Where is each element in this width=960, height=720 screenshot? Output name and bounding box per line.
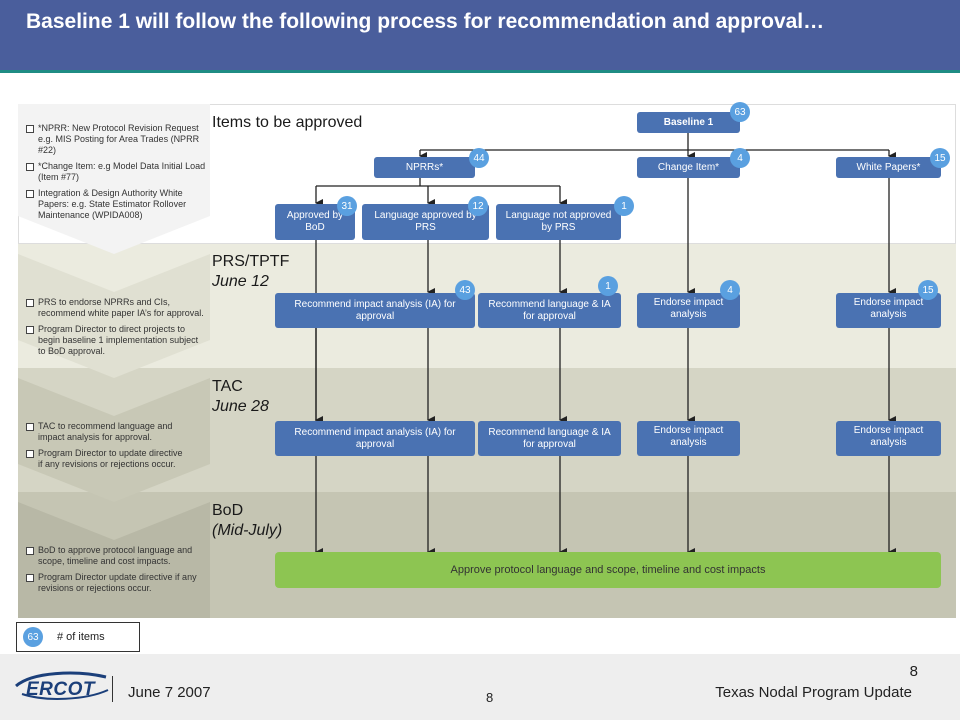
tac-recommend-ia-box: Recommend impact analysis (IA) for appro…	[275, 421, 475, 456]
prs-recommend-ia-box: Recommend impact analysis (IA) for appro…	[275, 293, 475, 328]
notes-items: *NPRR: New Protocol Revision Request e.g…	[26, 123, 208, 226]
ercot-logo	[15, 671, 109, 700]
footer-program: Texas Nodal Program Update	[715, 684, 912, 701]
count-badge-nprrs: 44	[469, 148, 489, 168]
count-badge-prs-language: 1	[598, 276, 618, 296]
note-item: TAC to recommend language and impact ana…	[26, 421, 186, 443]
notes-prs: PRS to endorse NPRRs and CIs, recommend …	[26, 297, 208, 362]
baseline-box: Baseline 1	[637, 112, 740, 133]
footer-page-right: 8	[909, 663, 918, 680]
count-badge-baseline: 63	[730, 102, 750, 122]
chevron-items	[18, 104, 210, 254]
left-chevron-column	[18, 104, 210, 618]
prs-endorse-ci-box: Endorse impact analysis	[637, 293, 740, 328]
section-tac-title: TAC June 28	[212, 377, 269, 417]
footer	[0, 654, 960, 720]
footer-divider	[112, 676, 113, 702]
count-badge-approved-bod: 31	[337, 196, 357, 216]
approved-by-bod-box: Approved by BoD	[275, 204, 355, 240]
section-tac-date: June 28	[212, 398, 269, 415]
footer-date: June 7 2007	[128, 684, 211, 701]
section-bod-label: BoD	[212, 502, 244, 519]
title-underline	[0, 70, 960, 73]
count-badge-prs-wp: 15	[918, 280, 938, 300]
section-prs-title: PRS/TPTF June 12	[212, 252, 289, 292]
prs-recommend-language-box: Recommend language & IA for approval	[478, 293, 621, 328]
white-papers-box: White Papers*	[836, 157, 941, 178]
tac-recommend-language-box: Recommend language & IA for approval	[478, 421, 621, 456]
change-item-box: Change Item*	[637, 157, 740, 178]
language-not-approved-box: Language not approved by PRS	[496, 204, 621, 240]
bod-approve-bar: Approve protocol language and scope, tim…	[275, 552, 941, 588]
section-prs-date: June 12	[212, 273, 269, 290]
title-bar	[0, 0, 960, 72]
note-item: *Change Item: e.g Model Data Initial Loa…	[26, 161, 208, 183]
count-badge-prs-ci: 4	[720, 280, 740, 300]
language-approved-box: Language approved by PRS	[362, 204, 489, 240]
count-badge-prs-ia: 43	[455, 280, 475, 300]
note-item: BoD to approve protocol language and sco…	[26, 545, 208, 567]
nprrs-box: NPRRs*	[374, 157, 475, 178]
notes-tac: TAC to recommend language and impact ana…	[26, 421, 186, 475]
count-badge-language-not-approved: 1	[614, 196, 634, 216]
legend-label: # of items	[57, 631, 105, 643]
chevron-prs	[18, 254, 210, 378]
note-item: PRS to endorse NPRRs and CIs, recommend …	[26, 297, 208, 319]
footer-page-center: 8	[486, 690, 494, 705]
note-item: Integration & Design Authority White Pap…	[26, 188, 208, 221]
chevron-bod	[18, 502, 210, 618]
slide-title: Baseline 1 will follow the following pro…	[26, 10, 825, 33]
notes-bod: BoD to approve protocol language and sco…	[26, 545, 208, 599]
section-items-label: Items to be approved	[212, 114, 363, 131]
tac-endorse-wp-box: Endorse impact analysis	[836, 421, 941, 456]
chevron-tac	[18, 378, 210, 502]
legend-badge: 63	[23, 627, 43, 647]
note-item: Program Director update directive if any…	[26, 572, 208, 594]
count-badge-language-approved: 12	[468, 196, 488, 216]
tac-endorse-ci-box: Endorse impact analysis	[637, 421, 740, 456]
section-bod-date: (Mid-July)	[212, 522, 283, 539]
section-items-title: Items to be approved	[212, 113, 362, 133]
section-prs-label: PRS/TPTF	[212, 253, 290, 270]
note-item: *NPRR: New Protocol Revision Request e.g…	[26, 123, 208, 156]
legend-box: 63 # of items	[16, 622, 140, 652]
count-badge-change-item: 4	[730, 148, 750, 168]
note-item: Program Director to update directive if …	[26, 448, 186, 470]
section-tac-label: TAC	[212, 378, 243, 395]
note-item: Program Director to direct projects to b…	[26, 324, 208, 357]
ercot-logo-text: ERCOT	[26, 679, 95, 700]
section-bod-title: BoD (Mid-July)	[212, 501, 282, 541]
count-badge-white-papers: 15	[930, 148, 950, 168]
